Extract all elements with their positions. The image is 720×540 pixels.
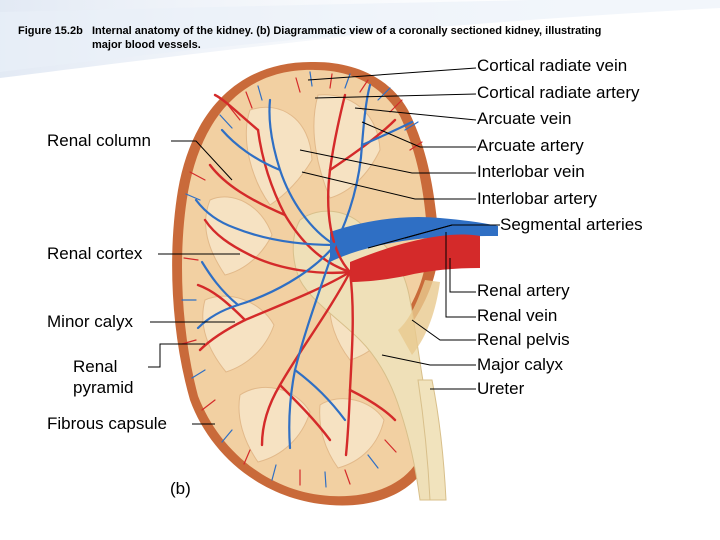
label-renal-column: Renal column — [47, 131, 151, 150]
label-arcuate-artery: Arcuate artery — [477, 136, 584, 155]
figure-part-label: (b) — [170, 479, 191, 498]
label-cortical-radiate-vein: Cortical radiate vein — [477, 56, 628, 75]
caption-number: Figure 15.2b — [18, 25, 83, 37]
kidney-illustration — [172, 61, 498, 506]
label-renal-pelvis: Renal pelvis — [477, 330, 570, 349]
label-arcuate-vein: Arcuate vein — [477, 109, 572, 128]
cortical-radiate-vessels — [181, 71, 423, 488]
label-cortical-radiate-artery: Cortical radiate artery — [477, 83, 640, 102]
leader-lines — [148, 67, 500, 425]
venous-branches — [194, 83, 414, 450]
renal-artery-shape — [350, 234, 480, 282]
ureter-shape — [417, 379, 447, 501]
label-renal-pyramid-line1: Renal — [73, 357, 118, 376]
label-segmental-arteries: Segmental arteries — [500, 215, 643, 234]
label-minor-calyx: Minor calyx — [47, 312, 133, 331]
label-renal-cortex: Renal cortex — [47, 244, 143, 263]
arterial-branches — [196, 93, 397, 457]
caption-text-line1: Internal anatomy of the kidney. (b) Diag… — [92, 25, 602, 37]
label-renal-vein: Renal vein — [477, 306, 558, 325]
label-fibrous-capsule: Fibrous capsule — [47, 414, 168, 433]
label-renal-pyramid-line2: pyramid — [73, 378, 134, 397]
label-ureter: Ureter — [477, 379, 525, 398]
label-interlobar-vein: Interlobar vein — [477, 162, 585, 181]
hilum-fat — [398, 280, 440, 355]
caption-text-line2: major blood vessels. — [92, 39, 201, 51]
label-interlobar-artery: Interlobar artery — [477, 189, 597, 208]
label-major-calyx: Major calyx — [477, 355, 563, 374]
figure-caption: Figure 15.2b Internal anatomy of the kidn… — [18, 24, 678, 52]
renal-vein-shape — [330, 216, 498, 262]
label-renal-artery: Renal artery — [477, 281, 570, 300]
